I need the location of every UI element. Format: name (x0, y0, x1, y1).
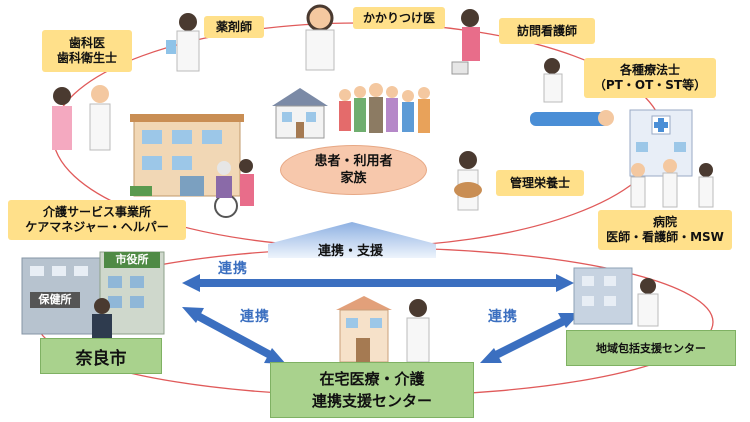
link-label-left: 連携 (240, 309, 270, 325)
hospital-label-line1: 病院 (652, 215, 677, 229)
link-label-right: 連携 (488, 309, 518, 325)
dietitian-illustration (454, 151, 482, 211)
dental-label-line2: 歯科衛生士 (56, 51, 117, 65)
patient-node-line2: 家族 (340, 171, 367, 186)
wheelchair-illustration (214, 159, 254, 218)
community-center-box: 地域包括支援センター (566, 330, 736, 366)
care-service-label: 介護サービス事業所 ケアマネジャー・ヘルパー (8, 200, 186, 240)
hospital-staff-illustration (630, 159, 714, 208)
community-center-label: 地域包括支援センター (596, 342, 706, 355)
nara-city-label: 奈良市 (75, 348, 127, 369)
dental-label: 歯科医 歯科衛生士 (42, 30, 132, 72)
city-hall-sign: 市役所 (115, 253, 149, 266)
family-illustration (339, 83, 430, 133)
pharmacist-illustration (166, 13, 200, 72)
visiting-nurse-illustration (451, 9, 480, 75)
care-service-label-line2: ケアマネジャー・ヘルパー (25, 220, 169, 234)
pharmacist-label: 薬剤師 (204, 16, 264, 38)
hub-center-box: 在宅医療・介護 連携支援センター (270, 362, 474, 418)
community-center-building (573, 267, 659, 327)
dietitian-label: 管理栄養士 (496, 170, 584, 196)
pharmacist-label-text: 薬剤師 (215, 19, 252, 34)
family-doctor-illustration (305, 4, 335, 71)
hospital-label: 病院 医師・看護師・MSW (598, 210, 732, 250)
care-facility-building (130, 114, 244, 197)
nara-city-box: 奈良市 (40, 338, 162, 374)
therapists-label-line2: （PT・OT・ST等） (593, 78, 707, 92)
support-arrow-label: 連携・支援 (318, 244, 384, 259)
visiting-nurse-label-text: 訪問看護師 (516, 23, 577, 38)
support-up-arrow (268, 222, 436, 258)
hub-center-line1: 在宅医療・介護 (319, 370, 425, 388)
therapists-label: 各種療法士 （PT・OT・ST等） (584, 58, 716, 98)
patient-node-line1: 患者・利用者 (314, 154, 393, 169)
therapists-label-line1: 各種療法士 (619, 63, 680, 77)
family-doctor-label-text: かかりつけ医 (362, 10, 436, 25)
city-staff-illustration (92, 298, 112, 338)
hub-center-line2: 連携支援センター (311, 392, 432, 410)
link-label-top: 連携 (218, 261, 248, 277)
health-center-sign: 保健所 (38, 293, 72, 306)
hub-building (336, 296, 392, 363)
link-arrow-top (182, 274, 574, 292)
hub-nurse-illustration (406, 299, 430, 363)
link-arrow-left (182, 307, 286, 364)
dental-label-line1: 歯科医 (68, 36, 105, 50)
patient-family-node: 患者・利用者 家族 (280, 145, 427, 195)
family-doctor-label: かかりつけ医 (353, 7, 445, 29)
hospital-label-line2: 医師・看護師・MSW (606, 230, 724, 244)
dietitian-label-text: 管理栄養士 (509, 175, 570, 190)
visiting-nurse-label: 訪問看護師 (499, 18, 595, 44)
house-illustration (272, 88, 328, 139)
dentist-illustration (52, 85, 111, 151)
therapist-illustration (530, 58, 614, 126)
care-service-label-line1: 介護サービス事業所 (42, 205, 151, 219)
